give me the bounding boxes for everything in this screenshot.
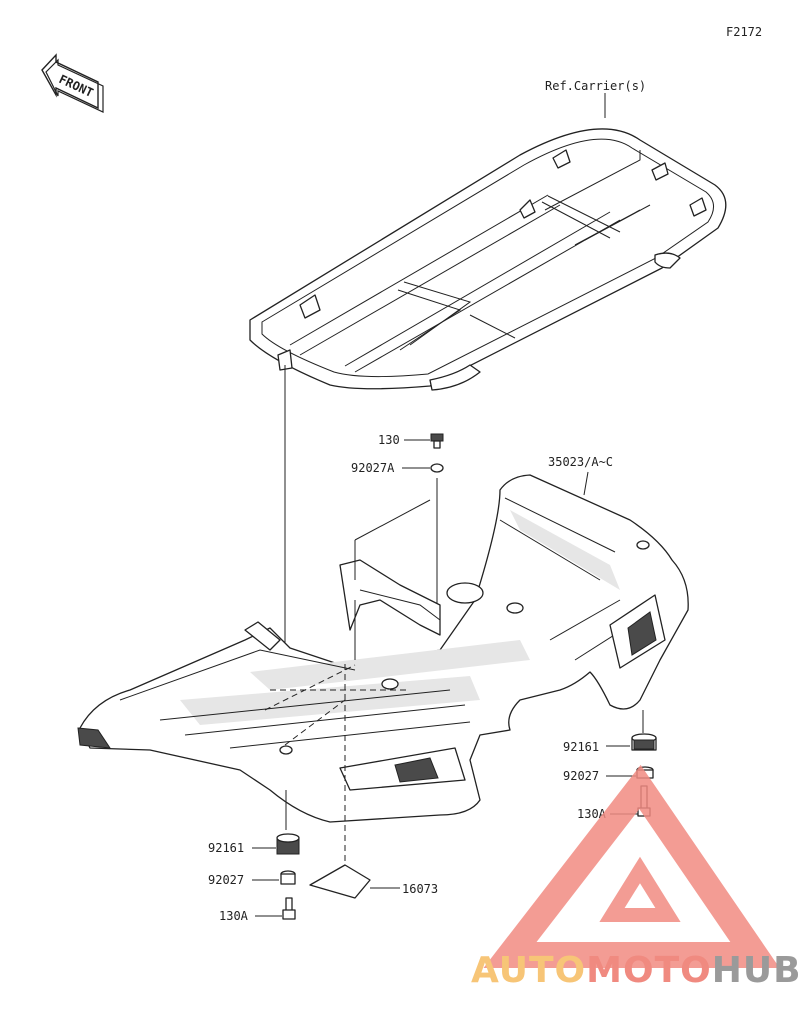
bolt-130-top xyxy=(430,433,444,449)
washer-92027A xyxy=(430,463,444,473)
watermark-auto: AUTO xyxy=(471,950,586,991)
watermark-moto: MOTO xyxy=(586,950,712,991)
ref-carrier-label: Ref.Carrier(s) xyxy=(545,79,646,93)
part-label-130A-left: 130A xyxy=(219,909,249,923)
rubber-damper-92161-right xyxy=(631,733,657,751)
watermark-text: AUTOMOTOHUB xyxy=(471,950,800,991)
part-label-130A-right: 130A xyxy=(577,807,607,821)
part-label-35023: 35023/A~C xyxy=(548,455,613,469)
front-arrow-icon: FRONT xyxy=(41,53,104,113)
part-label-16073: 16073 xyxy=(402,882,438,896)
part-label-92027-right: 92027 xyxy=(563,769,599,783)
mud-flap-16073 xyxy=(309,864,371,899)
part-label-92027-left: 92027 xyxy=(208,873,244,887)
automotohub-logo xyxy=(483,764,780,968)
part-label-92161-right: 92161 xyxy=(563,740,599,754)
rear-fender xyxy=(77,474,689,823)
part-label-130-top: 130 xyxy=(378,433,400,447)
watermark-hub: HUB xyxy=(712,950,800,991)
figure-code: F2172 xyxy=(726,25,762,39)
part-label-92161-left: 92161 xyxy=(208,841,244,855)
bolt-130A-left xyxy=(282,897,296,920)
carrier-rack xyxy=(249,128,727,391)
collar-92027-left xyxy=(280,870,296,885)
part-label-92027A: 92027A xyxy=(351,461,395,475)
rubber-damper-92161-left xyxy=(276,833,300,855)
